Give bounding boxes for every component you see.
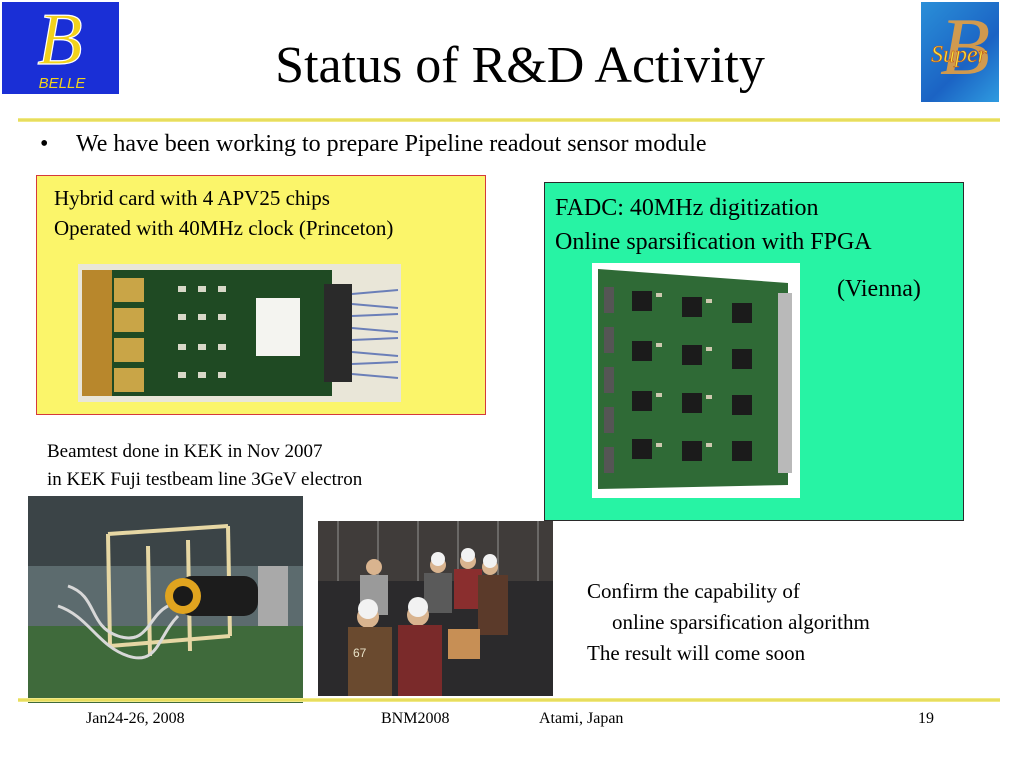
result-line-3: The result will come soon	[587, 641, 806, 665]
bullet-marker: •	[40, 131, 49, 157]
belle-logo-graphic: B BELLE	[37, 0, 87, 92]
bottom-divider	[18, 698, 1000, 702]
beamtest-line-2: in KEK Fuji testbeam line 3GeV electron	[47, 469, 363, 490]
footer-conference: BNM2008	[381, 710, 450, 727]
footer-date: Jan24-26, 2008	[86, 710, 185, 727]
super-belle-logo-graphic: B Super	[931, 1, 990, 92]
fadc-board-photo	[592, 263, 800, 498]
bullet-item: • We have been working to prepare Pipelin…	[40, 129, 707, 159]
team-photo-illustration: 67	[318, 521, 553, 696]
fadc-line-3: (Vienna)	[837, 276, 921, 302]
footer-location: Atami, Japan	[539, 710, 624, 727]
beamtest-setup-illustration	[28, 496, 303, 703]
super-belle-logo-letter: B	[940, 2, 990, 92]
fadc-line-2: Online sparsification with FPGA	[555, 229, 872, 255]
fadc-box: FADC: 40MHz digitization Online sparsifi…	[544, 182, 964, 521]
beamtest-line-1: Beamtest done in KEK in Nov 2007	[47, 441, 323, 462]
hybrid-line-2: Operated with 40MHz clock (Princeton)	[54, 216, 394, 240]
fadc-line-1: FADC: 40MHz digitization	[555, 195, 819, 221]
team-photo-shirt-number: 67	[353, 646, 367, 660]
top-divider	[18, 118, 1000, 122]
hybrid-card-box: Hybrid card with 4 APV25 chips Operated …	[36, 175, 486, 415]
super-belle-logo-text: Super	[931, 42, 988, 68]
belle-logo: B BELLE	[2, 0, 119, 94]
hybrid-line-1: Hybrid card with 4 APV25 chips	[54, 186, 330, 210]
bullet-text: We have been working to prepare Pipeline…	[76, 131, 707, 157]
hybrid-card-photo	[78, 264, 401, 402]
belle-logo-letter: B	[37, 2, 82, 81]
result-line-1: Confirm the capability of	[587, 579, 800, 603]
belle-logo-text: BELLE	[39, 75, 87, 92]
super-belle-logo: B Super	[921, 1, 999, 102]
beamtest-setup-photo	[28, 496, 303, 703]
footer-page-number: 19	[918, 710, 934, 727]
fadc-board-illustration	[592, 263, 800, 498]
result-line-2: online sparsification algorithm	[612, 610, 870, 634]
team-photo: 67	[318, 521, 553, 696]
slide-title: Status of R&D Activity	[275, 37, 765, 94]
hybrid-card-illustration	[78, 264, 401, 402]
